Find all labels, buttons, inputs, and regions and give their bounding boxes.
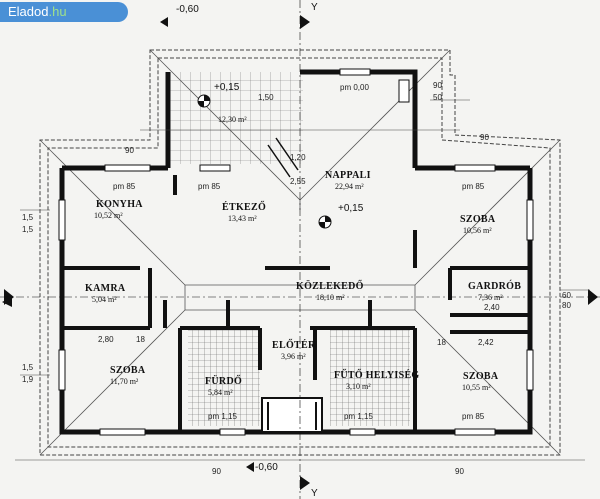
room-area-szoba-sw: 11,70 m² bbox=[110, 377, 139, 386]
room-labels: KONYHA 10,52 m² ÉTKEZŐ 13,43 m² NAPPALI … bbox=[85, 115, 521, 397]
room-area-furdo: 5,84 m² bbox=[208, 388, 233, 397]
entrance-porch bbox=[261, 397, 323, 433]
room-area-nappali: 22,94 m² bbox=[335, 182, 364, 191]
dim-18-left: 18 bbox=[136, 335, 145, 344]
interior-walls bbox=[62, 175, 530, 432]
room-name-kamra: KAMRA bbox=[85, 283, 126, 294]
dim-pm115-bath: pm 1,15 bbox=[208, 412, 237, 421]
dim-bottom-90: 90 bbox=[212, 467, 221, 476]
room-name-futo: FŰTŐ HELYISÉG bbox=[334, 369, 420, 381]
room-name-eloter: ELŐTÉR bbox=[272, 339, 316, 351]
axis-y-top: Y bbox=[311, 2, 318, 13]
dim-left-19: 1,9 bbox=[22, 375, 34, 384]
dim-top-90: 90 bbox=[125, 146, 134, 155]
level-top: -0,60 bbox=[176, 4, 199, 15]
dim-terrace-width: 1,50 bbox=[258, 93, 274, 102]
dim-pm85-room-ne: pm 85 bbox=[462, 182, 485, 191]
dim-pm85-room-se: pm 85 bbox=[462, 412, 485, 421]
level-bottom: -0,60 bbox=[255, 462, 278, 473]
terrace-door bbox=[267, 137, 299, 178]
dim-bottom-90b: 90 bbox=[455, 467, 464, 476]
dim-ne-50: 50 bbox=[433, 93, 442, 102]
dim-242: 2,42 bbox=[478, 338, 494, 347]
room-area-kozlekedo: 18,10 m² bbox=[316, 293, 345, 302]
brand-suffix: .hu bbox=[48, 4, 67, 19]
room-area-futo: 3,10 m² bbox=[346, 382, 371, 391]
dim-left-15: 1,5 bbox=[22, 213, 34, 222]
level-markers bbox=[197, 94, 332, 229]
dim-left-15c: 1,5 bbox=[22, 363, 34, 372]
dimension-lines bbox=[15, 99, 590, 461]
dim-ne-90b: 90 bbox=[480, 133, 489, 142]
room-area-szoba-ne: 10,56 m² bbox=[463, 226, 492, 235]
dim-right-80: 80 bbox=[562, 301, 571, 310]
dim-280: 2,80 bbox=[98, 335, 114, 344]
dim-18-right: 18 bbox=[437, 338, 446, 347]
room-name-nappali: NAPPALI bbox=[325, 170, 371, 181]
level-pm-terrace: pm 0,00 bbox=[340, 83, 369, 92]
room-area-gardrob: 7,36 m² bbox=[478, 293, 503, 302]
dim-240: 2,40 bbox=[484, 303, 500, 312]
level-labels: -0,60 -0,60 +0,15 +0,15 pm 0,00 Y Y bbox=[176, 2, 369, 499]
room-name-szoba-sw: SZOBA bbox=[110, 365, 146, 376]
axis-y-bottom: Y bbox=[311, 488, 318, 499]
dim-pm85-dining: pm 85 bbox=[198, 182, 221, 191]
room-name-szoba-se: SZOBA bbox=[463, 371, 499, 382]
brand-name: Eladod bbox=[8, 4, 49, 19]
room-area-etkezo: 13,43 m² bbox=[228, 214, 257, 223]
level-living: +0,15 bbox=[338, 203, 364, 214]
room-area-terasz: 12,30 m² bbox=[218, 115, 247, 124]
room-name-furdo: FÜRDŐ bbox=[205, 374, 242, 387]
room-name-konyha: KONYHA bbox=[96, 199, 143, 210]
dim-door-255: 2,55 bbox=[290, 177, 306, 186]
dim-right-60: 60 bbox=[562, 291, 571, 300]
room-area-konyha: 10,52 m² bbox=[94, 211, 123, 220]
dim-door-120: 1,20 bbox=[290, 153, 306, 162]
room-area-kamra: 5,04 m² bbox=[92, 295, 117, 304]
windows bbox=[58, 68, 534, 436]
dim-pm85-kitchen: pm 85 bbox=[113, 182, 136, 191]
room-area-eloter: 3,96 m² bbox=[281, 352, 306, 361]
dim-left-15b: 1,5 bbox=[22, 225, 34, 234]
dim-pm115-boiler: pm 1,15 bbox=[344, 412, 373, 421]
dim-ne-90: 90 bbox=[433, 81, 442, 90]
bathroom-tiles bbox=[188, 330, 260, 426]
brand-badge[interactable]: Eladod.hu bbox=[0, 2, 128, 22]
room-name-kozlekedo: KÖZLEKEDŐ bbox=[296, 279, 364, 292]
dimension-labels: 1,50 90 50 90 pm 85 pm 85 pm 85 1,5 1,5 … bbox=[22, 81, 571, 476]
room-name-szoba-ne: SZOBA bbox=[460, 214, 496, 225]
terrace-tiles bbox=[168, 72, 303, 164]
boiler-room-tiles bbox=[330, 330, 410, 426]
room-area-szoba-se: 10,55 m² bbox=[462, 383, 491, 392]
room-name-etkezo: ÉTKEZŐ bbox=[222, 201, 266, 213]
level-terrace: +0,15 bbox=[214, 82, 240, 93]
room-name-gardrob: GARDRÓB bbox=[468, 280, 521, 292]
